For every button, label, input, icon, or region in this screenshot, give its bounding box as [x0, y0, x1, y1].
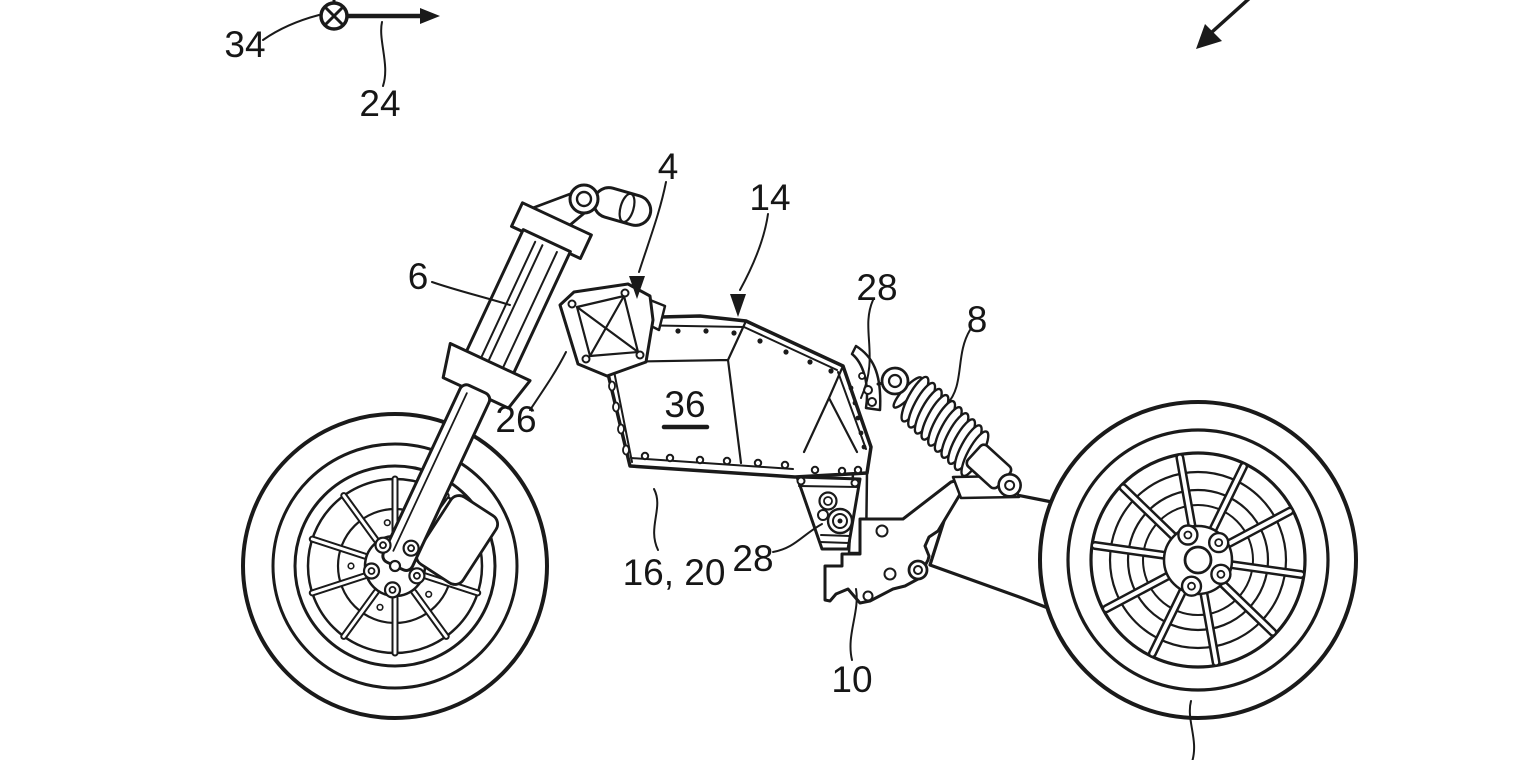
arrowhead-14: [730, 294, 746, 317]
leader-line-10: [849, 588, 858, 661]
front-brake-caliper: [415, 494, 499, 586]
label-28-lower: 28: [732, 538, 773, 579]
battery-facets: [608, 319, 859, 465]
label-6: 6: [408, 256, 429, 297]
label-16-20: 16, 20: [623, 552, 726, 593]
leader-line-6: [431, 281, 511, 306]
rear-brake-disc: [1108, 470, 1288, 650]
label-34: 34: [224, 24, 265, 65]
shock-absorber: [880, 366, 1022, 498]
leader-line-34: [262, 14, 320, 41]
axis-into-page-icon: [319, 0, 440, 31]
label-28-upper: 28: [856, 267, 897, 308]
rear-spokes: [1090, 453, 1306, 667]
leader-line-16-20: [653, 488, 659, 551]
label-26: 26: [495, 399, 536, 440]
label-10: 10: [831, 659, 872, 700]
swingarm: [928, 481, 1054, 610]
leader-line-28-lower: [772, 523, 823, 553]
leader-line-14: [739, 213, 769, 291]
label-36: 36: [664, 384, 705, 425]
arrowhead-4: [629, 276, 645, 299]
front-axle-bolts: [362, 536, 426, 599]
battery-housing: [602, 314, 873, 479]
front-axle: [388, 559, 402, 573]
front-fork: [381, 189, 596, 572]
leader-line-26: [529, 351, 567, 411]
fork-lower-clamp: [441, 341, 532, 410]
reference-labels: 34 24 4 14 6 26 36 28 8 16, 20 28 10: [224, 24, 987, 700]
leader-lines: [262, 14, 1196, 760]
motor-unit: [795, 475, 862, 551]
handlebar-grip: [568, 183, 653, 227]
battery-bottom-flange: [630, 451, 863, 476]
shock-spring: [900, 375, 990, 478]
label-4: 4: [658, 146, 679, 187]
leader-line-28-upper: [860, 299, 874, 399]
fork-upper-tube: [464, 228, 572, 377]
label-24: 24: [359, 83, 400, 124]
pivot-bracket: [823, 478, 964, 605]
leader-line-rear-wheel: [1188, 700, 1196, 760]
shock-lower-eyelet: [997, 473, 1022, 498]
leader-line-24: [380, 21, 387, 87]
rear-wheel: [1038, 400, 1358, 720]
label-8: 8: [967, 299, 988, 340]
front-rim: [293, 464, 497, 668]
label-14: 14: [749, 177, 790, 218]
rear-hub: [1162, 524, 1234, 597]
steering-head-bracket: [558, 282, 667, 378]
shock-upper-eyelet: [880, 366, 910, 396]
leader-line-4: [638, 181, 667, 273]
battery-rear-flange: [837, 371, 867, 450]
leader-line-8: [946, 329, 971, 405]
pivot-axle: [907, 559, 929, 581]
direction-arrow-icon: [1196, 0, 1251, 49]
rear-rim: [1089, 451, 1307, 669]
steering-head-ring: [568, 183, 600, 215]
